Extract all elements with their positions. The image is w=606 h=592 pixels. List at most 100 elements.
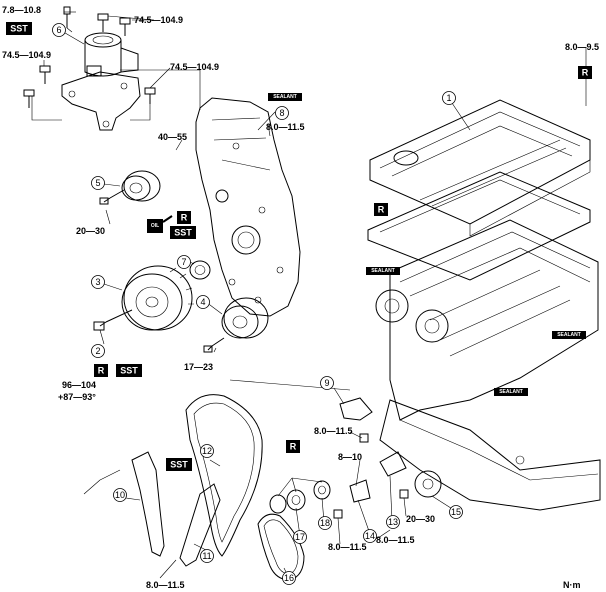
front-oil-seal-7 [189,260,211,280]
svg-text:SEALANT: SEALANT [557,332,581,338]
callout-3: 3 [91,275,105,289]
camshaft-sprockets [375,289,449,343]
callout-2: 2 [91,344,105,358]
sprocket-washers [269,480,331,514]
sst-badge-mount: SST [6,22,32,35]
svg-text:R: R [98,366,105,376]
svg-text:12: 12 [202,446,212,456]
callout-9: 9 [320,376,334,390]
svg-text:SEALANT: SEALANT [499,389,523,395]
engine-mount-6 [31,32,201,131]
chain-guide-10 [131,451,165,557]
callout-14: 14 [363,529,377,543]
callout-5: 5 [91,176,105,190]
r-badge-head-bolt: R [578,66,592,79]
sst-badge-chain: SST [166,458,192,471]
svg-text:R: R [290,442,297,452]
idler-pulley-5 [99,170,161,205]
callout-18: 18 [318,516,332,530]
svg-text:15: 15 [451,507,461,517]
svg-text:5: 5 [95,178,100,188]
r-badge-washers: R [286,440,300,453]
callout-11: 11 [200,549,214,563]
svg-text:SST: SST [170,460,188,470]
torque-pulley-a: 96—104 [62,380,96,390]
torque-left-mount: 74.5—104.9 [2,50,51,60]
callout-15: 15 [449,505,463,519]
oil-pump-parts [333,397,442,519]
units-label: N·m [563,580,581,590]
svg-text:9: 9 [324,378,329,388]
callout-10: 10 [113,488,127,502]
torque-top-left: 7.8—10.8 [2,5,41,15]
cylinder-head-and-block [379,219,601,511]
svg-text:6: 6 [56,25,61,35]
oil-pump-chain-16 [257,513,305,581]
svg-text:SST: SST [120,366,138,376]
torque-head-right: 8.0—9.5 [565,42,599,52]
r-badge-gasket: R [374,203,388,216]
r-badge-seal: R [177,211,191,224]
callout-17: 17 [293,530,307,544]
svg-text:18: 18 [320,518,330,528]
svg-text:17: 17 [295,532,305,542]
crankshaft-pulley-3 [93,265,194,331]
tensioner-arm-11 [179,483,221,567]
callout-8: 8 [275,106,289,120]
svg-text:16: 16 [284,573,294,583]
sealant-tube-cover: SEALANT [268,93,302,101]
r-badge-pulley-bolt: R [94,364,108,377]
timing-chain-12 [185,394,263,557]
svg-text:11: 11 [202,551,211,561]
svg-text:R: R [582,68,589,78]
torque-cover-bolt: 40—55 [158,132,187,142]
sealant-tube-head-right: SEALANT [552,331,586,339]
torque-pump-c: 8.0—11.5 [376,535,415,545]
callout-4: 4 [196,295,210,309]
callout-7: 7 [177,255,191,269]
svg-text:4: 4 [200,297,205,307]
torque-guide: 8.0—11.5 [146,580,185,590]
timing-chain-cover-8 [195,97,301,317]
torque-right-mount: 74.5—104.9 [170,62,219,72]
svg-text:SST: SST [174,228,192,238]
torque-idler: 20—30 [76,226,105,236]
svg-text:2: 2 [95,346,100,356]
torque-pump-b: 8—10 [338,452,362,462]
tensioner-pulley-4 [203,297,269,353]
torque-cover-top: 8.0—11.5 [266,122,305,132]
svg-text:R: R [181,213,188,223]
sealant-tube-head-left: SEALANT [366,267,400,275]
callout-13: 13 [386,515,400,529]
svg-text:8: 8 [279,108,284,118]
mount-bolts [23,6,156,108]
callout-12: 12 [200,444,214,458]
svg-text:7: 7 [181,257,186,267]
svg-text:SST: SST [10,24,28,34]
svg-text:SEALANT: SEALANT [371,268,395,274]
torque-pump-d: 20—30 [406,514,435,524]
sst-badge-seal: SST [170,226,196,239]
svg-text:10: 10 [115,490,125,500]
cylinder-head-cover-1 [369,99,591,237]
torque-pulley-b: +87—93° [58,392,96,402]
torque-tensioner: 17—23 [184,362,213,372]
head-cover-gasket [367,171,591,281]
callout-16: 16 [282,571,296,585]
sst-badge-pulley-bolt: SST [116,364,142,377]
svg-text:3: 3 [95,277,100,287]
callout-6: 6 [52,23,66,37]
torque-pump-a: 8.0—11.5 [314,426,353,436]
svg-text:1: 1 [446,93,451,103]
svg-text:14: 14 [365,531,375,541]
svg-text:13: 13 [388,517,398,527]
oil-can-icon: OIL [147,215,173,233]
callout-1: 1 [442,91,456,105]
svg-text:OIL: OIL [151,223,159,229]
torque-oil-chain: 8.0—11.5 [328,542,367,552]
sealant-tube-block: SEALANT [494,388,528,396]
svg-text:SEALANT: SEALANT [273,94,297,100]
svg-text:R: R [378,205,385,215]
torque-top-mount: 74.5—104.9 [134,15,183,25]
